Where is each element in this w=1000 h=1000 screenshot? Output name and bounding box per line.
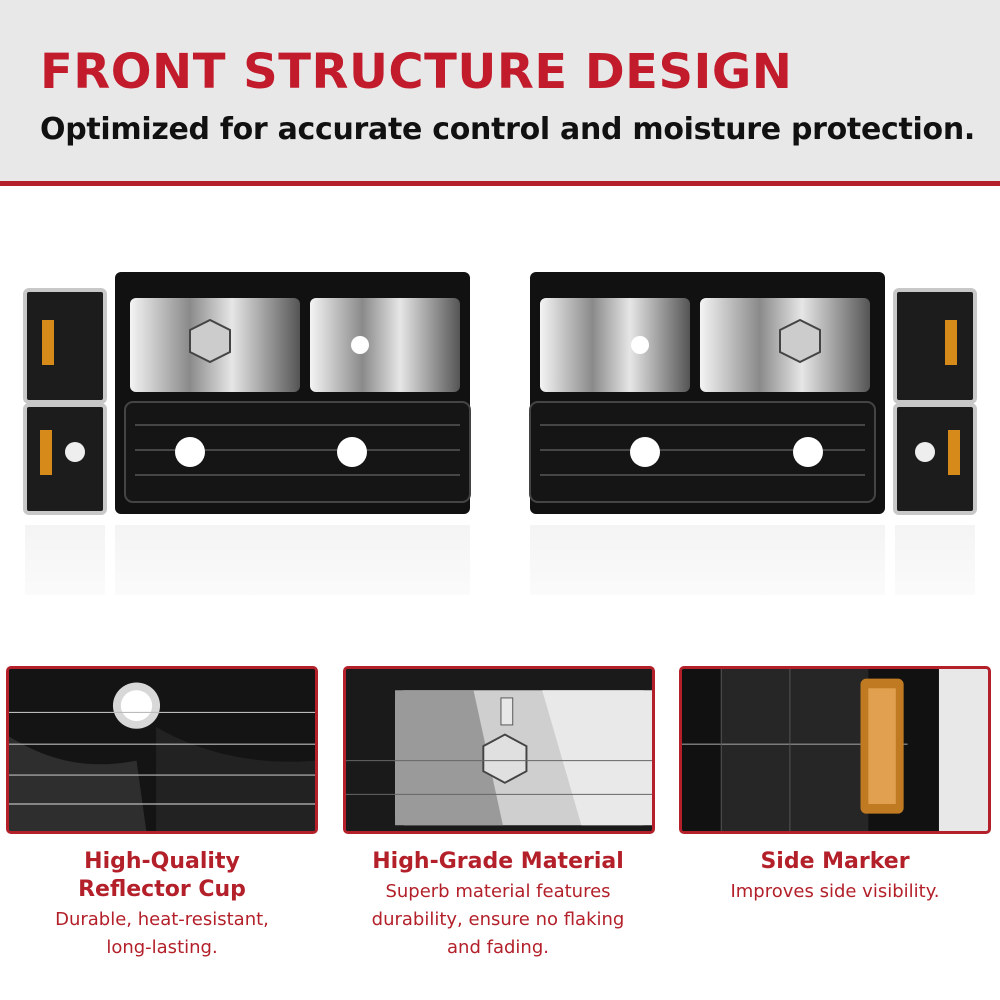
right-headlight-set — [529, 272, 977, 515]
side-marker-detail-image — [679, 666, 991, 834]
reflector-cup-detail-image — [6, 666, 318, 834]
left-headlight-set — [23, 272, 471, 515]
headlight-assembly-image — [0, 272, 1000, 640]
feature-desc-line3: and fading. — [447, 937, 549, 958]
feature-title: Side Marker — [760, 849, 910, 874]
feature-desc-line1: Durable, heat-resistant, — [55, 909, 269, 930]
header-divider — [0, 181, 1000, 186]
material-detail-image — [343, 666, 655, 834]
feature-side-marker: Side Marker Improves side visibility. — [675, 848, 995, 906]
feature-title-line1: High-Quality — [84, 849, 240, 874]
feature-desc-line2: durability, ensure no flaking — [371, 909, 625, 930]
feature-desc-line1: Improves side visibility. — [730, 881, 940, 902]
page-title: FRONT STRUCTURE DESIGN — [40, 44, 793, 100]
feature-reflector-cup: High-Quality Reflector Cup Durable, heat… — [2, 848, 322, 962]
feature-title-line2: Reflector Cup — [78, 877, 246, 902]
header-banner — [0, 0, 1000, 182]
feature-desc-line2: long-lasting. — [106, 937, 218, 958]
feature-title: High-Grade Material — [372, 849, 624, 874]
feature-material: High-Grade Material Superb material feat… — [338, 848, 658, 962]
feature-desc-line1: Superb material features — [385, 881, 611, 902]
page-subtitle: Optimized for accurate control and moist… — [40, 112, 975, 147]
